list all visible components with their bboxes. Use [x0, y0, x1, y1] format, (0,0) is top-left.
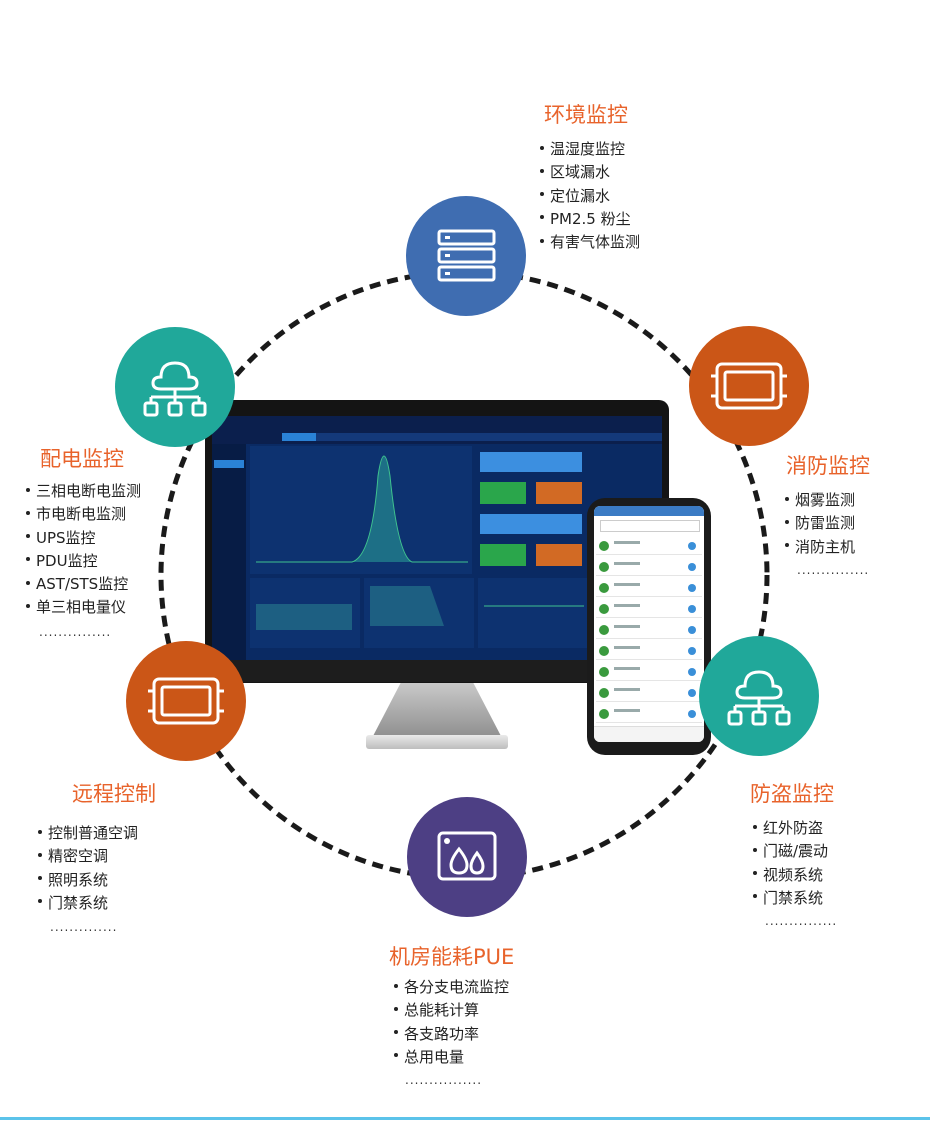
list-item: 区域漏水 [540, 161, 640, 184]
server-icon [437, 229, 496, 282]
env-list: 温湿度监控 区域漏水 定位漏水 PM2.5 粉尘 有害气体监测 [540, 138, 640, 254]
list-item: 总用电量 [394, 1046, 509, 1069]
list-item: 各分支电流监控 [394, 976, 509, 999]
env-title: 环境监控 [544, 103, 628, 127]
list-item: 烟雾监测 [785, 489, 855, 512]
monitor-chin [205, 660, 669, 682]
list-item: 照明系统 [38, 869, 138, 892]
power-list: 三相电断电监测 市电断电监测 UPS监控 PDU监控 AST/STS监控 单三相… [26, 480, 141, 620]
theft-node [699, 636, 819, 756]
fire-ellipsis: ............... [797, 563, 870, 577]
list-item: 门磁/震动 [753, 840, 828, 863]
panel-icon [711, 362, 787, 410]
theft-title: 防盗监控 [750, 782, 834, 806]
pue-ellipsis: ................ [405, 1073, 483, 1087]
bottom-accent-line [0, 1117, 930, 1120]
list-item: 消防主机 [785, 536, 855, 559]
remote-node [126, 641, 246, 761]
remote-list: 控制普通空调 精密空调 照明系统 门禁系统 [38, 822, 138, 915]
list-item: 市电断电监测 [26, 503, 141, 526]
pue-title: 机房能耗PUE [389, 945, 515, 969]
list-item: AST/STS监控 [26, 573, 141, 596]
pue-list: 各分支电流监控 总能耗计算 各支路功率 总用电量 [394, 976, 509, 1069]
list-item: 总能耗计算 [394, 999, 509, 1022]
water-drops-icon [437, 831, 497, 881]
theft-ellipsis: ............... [765, 914, 838, 928]
pue-node [407, 797, 527, 917]
power-title: 配电监控 [40, 447, 124, 471]
theft-list: 红外防盗 门磁/震动 视频系统 门禁系统 [753, 817, 828, 910]
list-item: PDU监控 [26, 550, 141, 573]
list-item: 有害气体监测 [540, 231, 640, 254]
fire-list: 烟雾监测 防雷监测 消防主机 [785, 489, 855, 559]
power-node [115, 327, 235, 447]
list-item: 视频系统 [753, 864, 828, 887]
list-item: 各支路功率 [394, 1023, 509, 1046]
list-item: 红外防盗 [753, 817, 828, 840]
fire-node [689, 326, 809, 446]
network-cloud-icon [143, 361, 207, 417]
remote-title: 远程控制 [72, 782, 156, 806]
list-item: 温湿度监控 [540, 138, 640, 161]
phone-screen [594, 506, 704, 742]
panel-icon [148, 677, 224, 725]
list-item: PM2.5 粉尘 [540, 208, 640, 231]
list-item: 定位漏水 [540, 185, 640, 208]
monitor-base [366, 735, 508, 749]
remote-ellipsis: .............. [50, 920, 118, 934]
power-ellipsis: ............... [39, 625, 112, 639]
list-item: 控制普通空调 [38, 822, 138, 845]
list-item: 单三相电量仪 [26, 596, 141, 619]
list-item: UPS监控 [26, 527, 141, 550]
monitor-screen [212, 416, 662, 660]
list-item: 三相电断电监测 [26, 480, 141, 503]
list-item: 精密空调 [38, 845, 138, 868]
list-item: 门禁系统 [38, 892, 138, 915]
fire-title: 消防监控 [786, 454, 870, 478]
list-item: 门禁系统 [753, 887, 828, 910]
network-cloud-icon [727, 670, 791, 726]
env-node [406, 196, 526, 316]
list-item: 防雷监测 [785, 512, 855, 535]
